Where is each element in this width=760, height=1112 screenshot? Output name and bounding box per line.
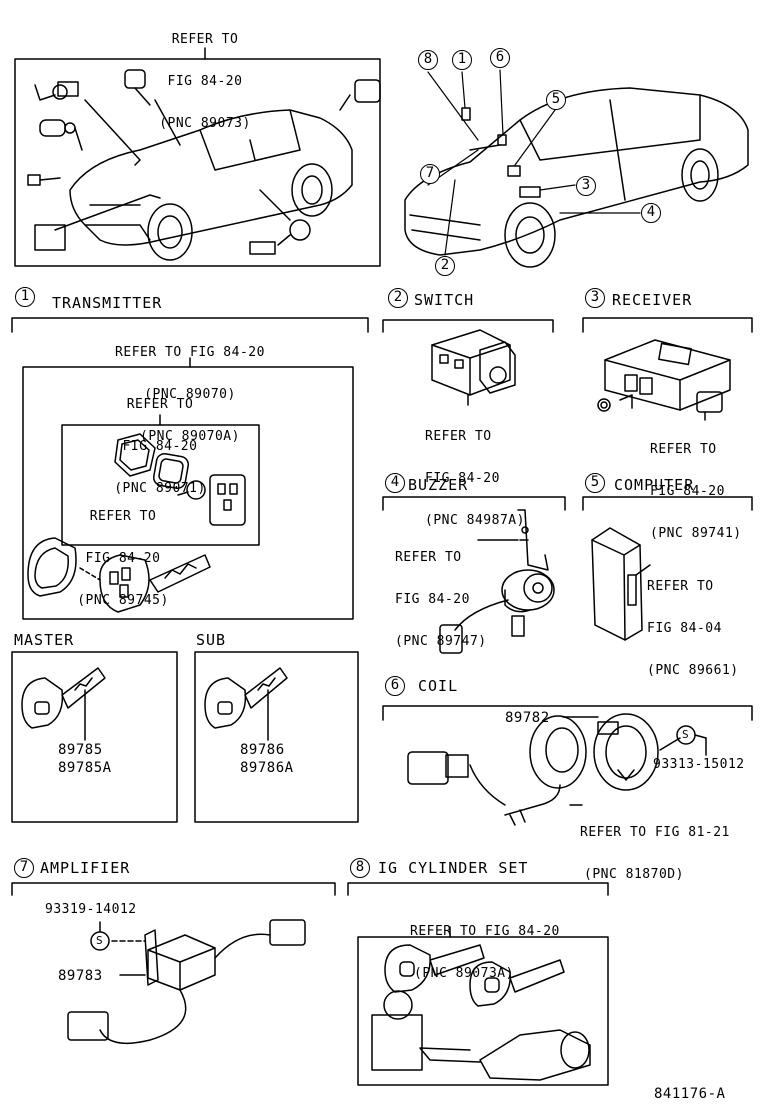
transmitter-number: 1 [15, 287, 35, 307]
coil-screw-part: 93313-15012 [653, 757, 745, 772]
coil-screw-mark: S [682, 728, 690, 741]
ig-cylinder-title: IG CYLINDER SET [378, 859, 529, 877]
callout-7: 7 [420, 164, 440, 184]
switch-part [382, 319, 554, 406]
master-part-1: 89785 [58, 742, 103, 758]
amplifier-screw-mark: S [96, 934, 104, 947]
transmitter-refer-c-l1: REFER TO [89, 509, 157, 524]
figure-id: 841176-A [654, 1086, 726, 1102]
transmitter-refer-c-l2: FIG 84-20 [85, 551, 161, 566]
master-key [21, 667, 106, 741]
overview-parts [27, 69, 381, 255]
overview-refer-l3: (PNC 89073) [159, 116, 251, 131]
buzzer-part [382, 496, 566, 654]
ig-cylinder-number: 8 [350, 858, 370, 878]
transmitter-frame [11, 317, 369, 620]
transmitter-refer-b-l3: (PNC 89071) [114, 481, 206, 496]
receiver-refer-l3: (PNC 89741) [650, 526, 742, 541]
callout-8: 8 [418, 50, 438, 70]
callout-5: 5 [546, 90, 566, 110]
transmitter-refer-a-l3: (PNC 89070A) [140, 429, 240, 444]
amplifier-title: AMPLIFIER [40, 859, 131, 877]
computer-refer-l1: REFER TO [647, 579, 714, 594]
coil-refer-l1: REFER TO FIG 81-21 [580, 825, 730, 840]
buzzer-number: 4 [385, 473, 405, 493]
coil-part [382, 705, 753, 826]
sub-box [194, 651, 359, 823]
ig-cylinder-refer-l1: REFER TO FIG 84-20 [410, 924, 560, 939]
buzzer-title: BUZZER [408, 476, 469, 494]
switch-refer-l3: (PNC 84987A) [425, 513, 525, 528]
switch-refer-l1: REFER TO [425, 429, 492, 444]
callout-2: 2 [435, 256, 455, 276]
switch-title: SWITCH [414, 291, 475, 309]
receiver-part [582, 317, 753, 421]
receiver-refer-l2: FIG 84-20 [650, 484, 725, 499]
buzzer-refer-l1: REFER TO [395, 550, 462, 565]
coil-refer-l2: (PNC 81870D) [584, 867, 684, 882]
computer-part [582, 496, 753, 641]
coil-number: 6 [385, 676, 405, 696]
amplifier-number: 7 [14, 858, 34, 878]
callout-1: 1 [452, 50, 472, 70]
callout-3: 3 [576, 176, 596, 196]
switch-number: 2 [388, 288, 408, 308]
receiver-title: RECEIVER [612, 291, 693, 309]
overview-car-right [404, 87, 749, 268]
overview-car-left [69, 109, 353, 261]
sub-key [204, 667, 288, 741]
sub-part-1: 89786 [240, 742, 285, 758]
computer-title: COMPUTER [614, 476, 695, 494]
master-box [11, 651, 178, 823]
receiver-number: 3 [585, 288, 605, 308]
coil-part: 89782 [505, 710, 550, 726]
amplifier-part [11, 882, 336, 1045]
transmitter-title: TRANSMITTER [52, 294, 163, 312]
master-title: MASTER [14, 631, 75, 649]
overview-leaders [427, 69, 641, 256]
computer-refer-l2: FIG 84-04 [647, 621, 722, 636]
sub-part-2: 89786A [240, 760, 294, 776]
computer-number: 5 [585, 473, 605, 493]
transmitter-refer-c-l3: (PNC 89745) [77, 593, 169, 608]
transmitter-refer-b-l2: FIG 84-20 [122, 439, 198, 454]
sub-title: SUB [196, 631, 227, 649]
ig-cylinder-refer-l2: (PNC 89073A) [414, 966, 514, 981]
overview-refer-l2: FIG 84-20 [167, 74, 243, 89]
switch-refer-l2: FIG 84-20 [425, 471, 500, 486]
callout-6: 6 [490, 48, 510, 68]
overview-refer-l1: REFER TO [171, 32, 239, 47]
transmitter-refer-b-l1: REFER TO [126, 397, 194, 412]
receiver-refer-l1: REFER TO [650, 442, 717, 457]
master-part-2: 89785A [58, 760, 112, 776]
buzzer-refer-l3: (PNC 89747) [395, 634, 487, 649]
callout-4: 4 [641, 203, 661, 223]
amplifier-screw-part: 93319-14012 [45, 902, 137, 917]
coil-title: COIL [418, 677, 459, 695]
transmitter-refer-a-l1: REFER TO FIG 84-20 [115, 345, 265, 360]
amplifier-part: 89783 [58, 968, 103, 984]
transmitter-refer-a-l2: (PNC 89070) [144, 387, 236, 402]
buzzer-refer-l2: FIG 84-20 [395, 592, 470, 607]
ig-cylinder-part [347, 882, 609, 1086]
computer-refer-l3: (PNC 89661) [647, 663, 739, 678]
overview-box [14, 58, 381, 267]
